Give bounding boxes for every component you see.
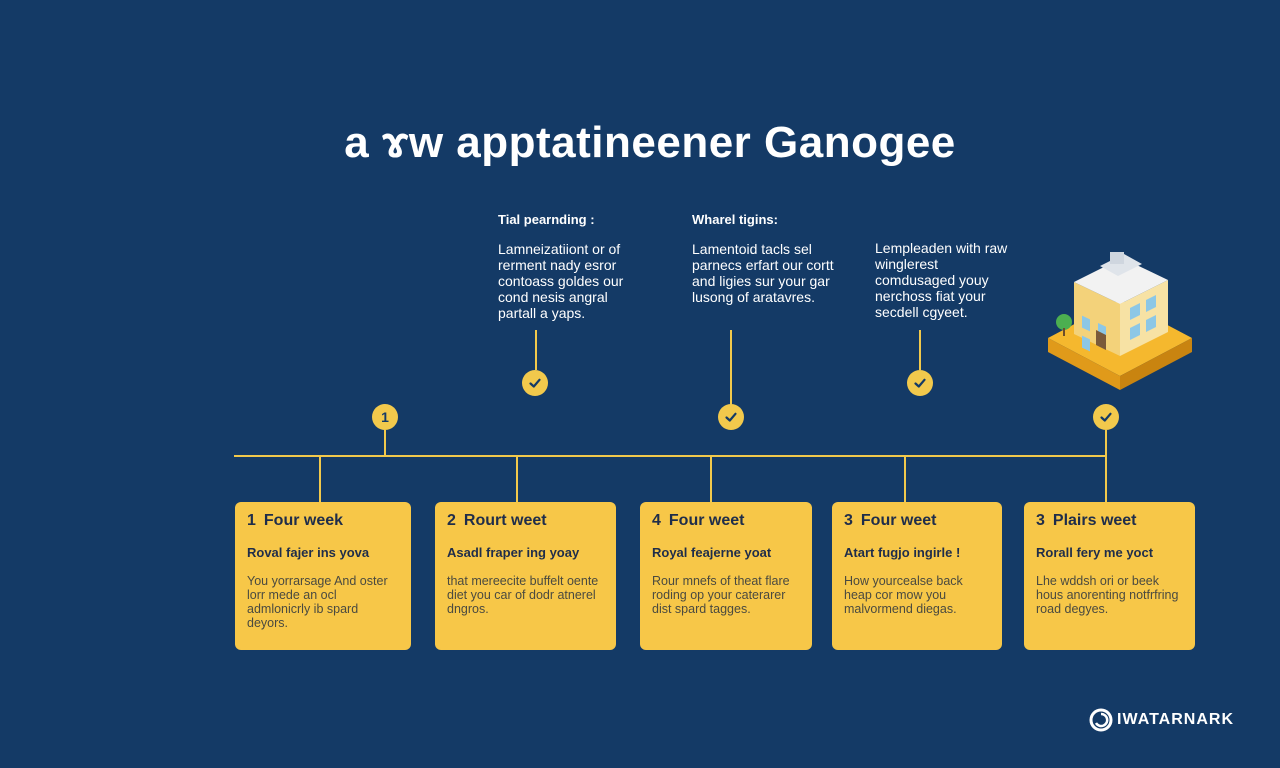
note-3-body: Lempleaden with raw winglerest comdusage… [875, 240, 1008, 320]
step-card-title: 2 Rourt weet [447, 512, 604, 530]
check-icon [725, 412, 737, 422]
check-icon [529, 378, 541, 388]
step-title: Plairs weet [1052, 512, 1137, 529]
step-card-title: 4 Four weet [652, 512, 800, 530]
card-5-connector [1105, 456, 1107, 502]
note-3-stem [919, 330, 921, 370]
note-2: Wharel tigins: Lamentoid tacls sel parne… [692, 212, 842, 305]
step-card-title: 1 Four week [247, 512, 399, 530]
watermark: IWATARNARK [1089, 708, 1234, 732]
step-number: 4 [652, 512, 661, 529]
step-number: 2 [447, 512, 456, 529]
number-badge-1: 1 [372, 404, 398, 430]
step-body: that mereecite buffelt oente diet you ca… [447, 574, 599, 616]
note-1-body: Lamneizatiiont or of rerment nady esror … [498, 241, 624, 321]
building-icon [1048, 252, 1192, 390]
timeline-line [234, 455, 1106, 457]
step-subtitle: Asadl fraper ing yoay [447, 545, 580, 560]
step-card-1: 1 Four week Roval fajer ins yova You yorr… [235, 502, 411, 650]
badge-4-connector [1105, 430, 1107, 456]
check-badge-3 [907, 370, 933, 396]
step-body: Rour mnefs of theat flare roding op your… [652, 574, 790, 616]
step-title: Rourt weet [463, 512, 547, 529]
note-2-stem [730, 330, 732, 405]
note-1-heading: Tial pearnding : [498, 212, 595, 227]
step-subtitle: Rorall fery me yoct [1036, 545, 1154, 560]
check-icon [1100, 412, 1112, 422]
card-2-connector [516, 456, 518, 502]
check-badge-4 [1093, 404, 1119, 430]
step-body: You yorrarsage And oster lorr mede an oc… [247, 574, 388, 630]
card-3-connector [710, 456, 712, 502]
step-body: Lhe wddsh ori or beek hous anorenting no… [1036, 574, 1179, 616]
step-card-5: 3 Plairs weet Rorall fery me yoct Lhe wdd… [1024, 502, 1195, 650]
note-1: Tial pearnding : Lamneizatiiont or of re… [498, 212, 648, 321]
note-2-body: Lamentoid tacls sel parnecs erfart our c… [692, 241, 834, 305]
note-1-stem [535, 330, 537, 370]
card-1-connector [319, 456, 321, 502]
step-title: Four week [263, 512, 344, 529]
check-badge-2 [718, 404, 744, 430]
step-card-4: 3 Four weet Atart fugjo ingirle ! How you… [832, 502, 1002, 650]
step-card-2: 2 Rourt weet Asadl fraper ing yoay that m… [435, 502, 616, 650]
watermark-text: IWATARNARK [1117, 711, 1234, 728]
step-title: Four weet [860, 512, 937, 529]
check-icon [914, 378, 926, 388]
card-4-connector [904, 456, 906, 502]
step-card-title: 3 Plairs weet [1036, 512, 1183, 530]
step-number: 1 [247, 512, 256, 529]
step-card-title: 3 Four weet [844, 512, 990, 530]
step-title: Four weet [668, 512, 745, 529]
page-title: a ɤw apptatineener Ganogee [344, 118, 956, 167]
step-body: How yourcealse back heap cor mow you mal… [844, 574, 963, 616]
note-3: Lempleaden with raw winglerest comdusage… [875, 240, 1020, 320]
check-badge-1 [522, 370, 548, 396]
watermark-logo-icon [1089, 708, 1113, 732]
step-subtitle: Atart fugjo ingirle ! [844, 545, 961, 560]
step-number: 3 [844, 512, 853, 529]
note-2-heading: Wharel tigins: [692, 212, 778, 227]
step-number: 3 [1036, 512, 1045, 529]
step-card-3: 4 Four weet Royal feajerne yoat Rour mnef… [640, 502, 812, 650]
step-subtitle: Royal feajerne yoat [652, 545, 772, 560]
step-subtitle: Roval fajer ins yova [247, 545, 370, 560]
badge-1-connector [384, 430, 386, 456]
